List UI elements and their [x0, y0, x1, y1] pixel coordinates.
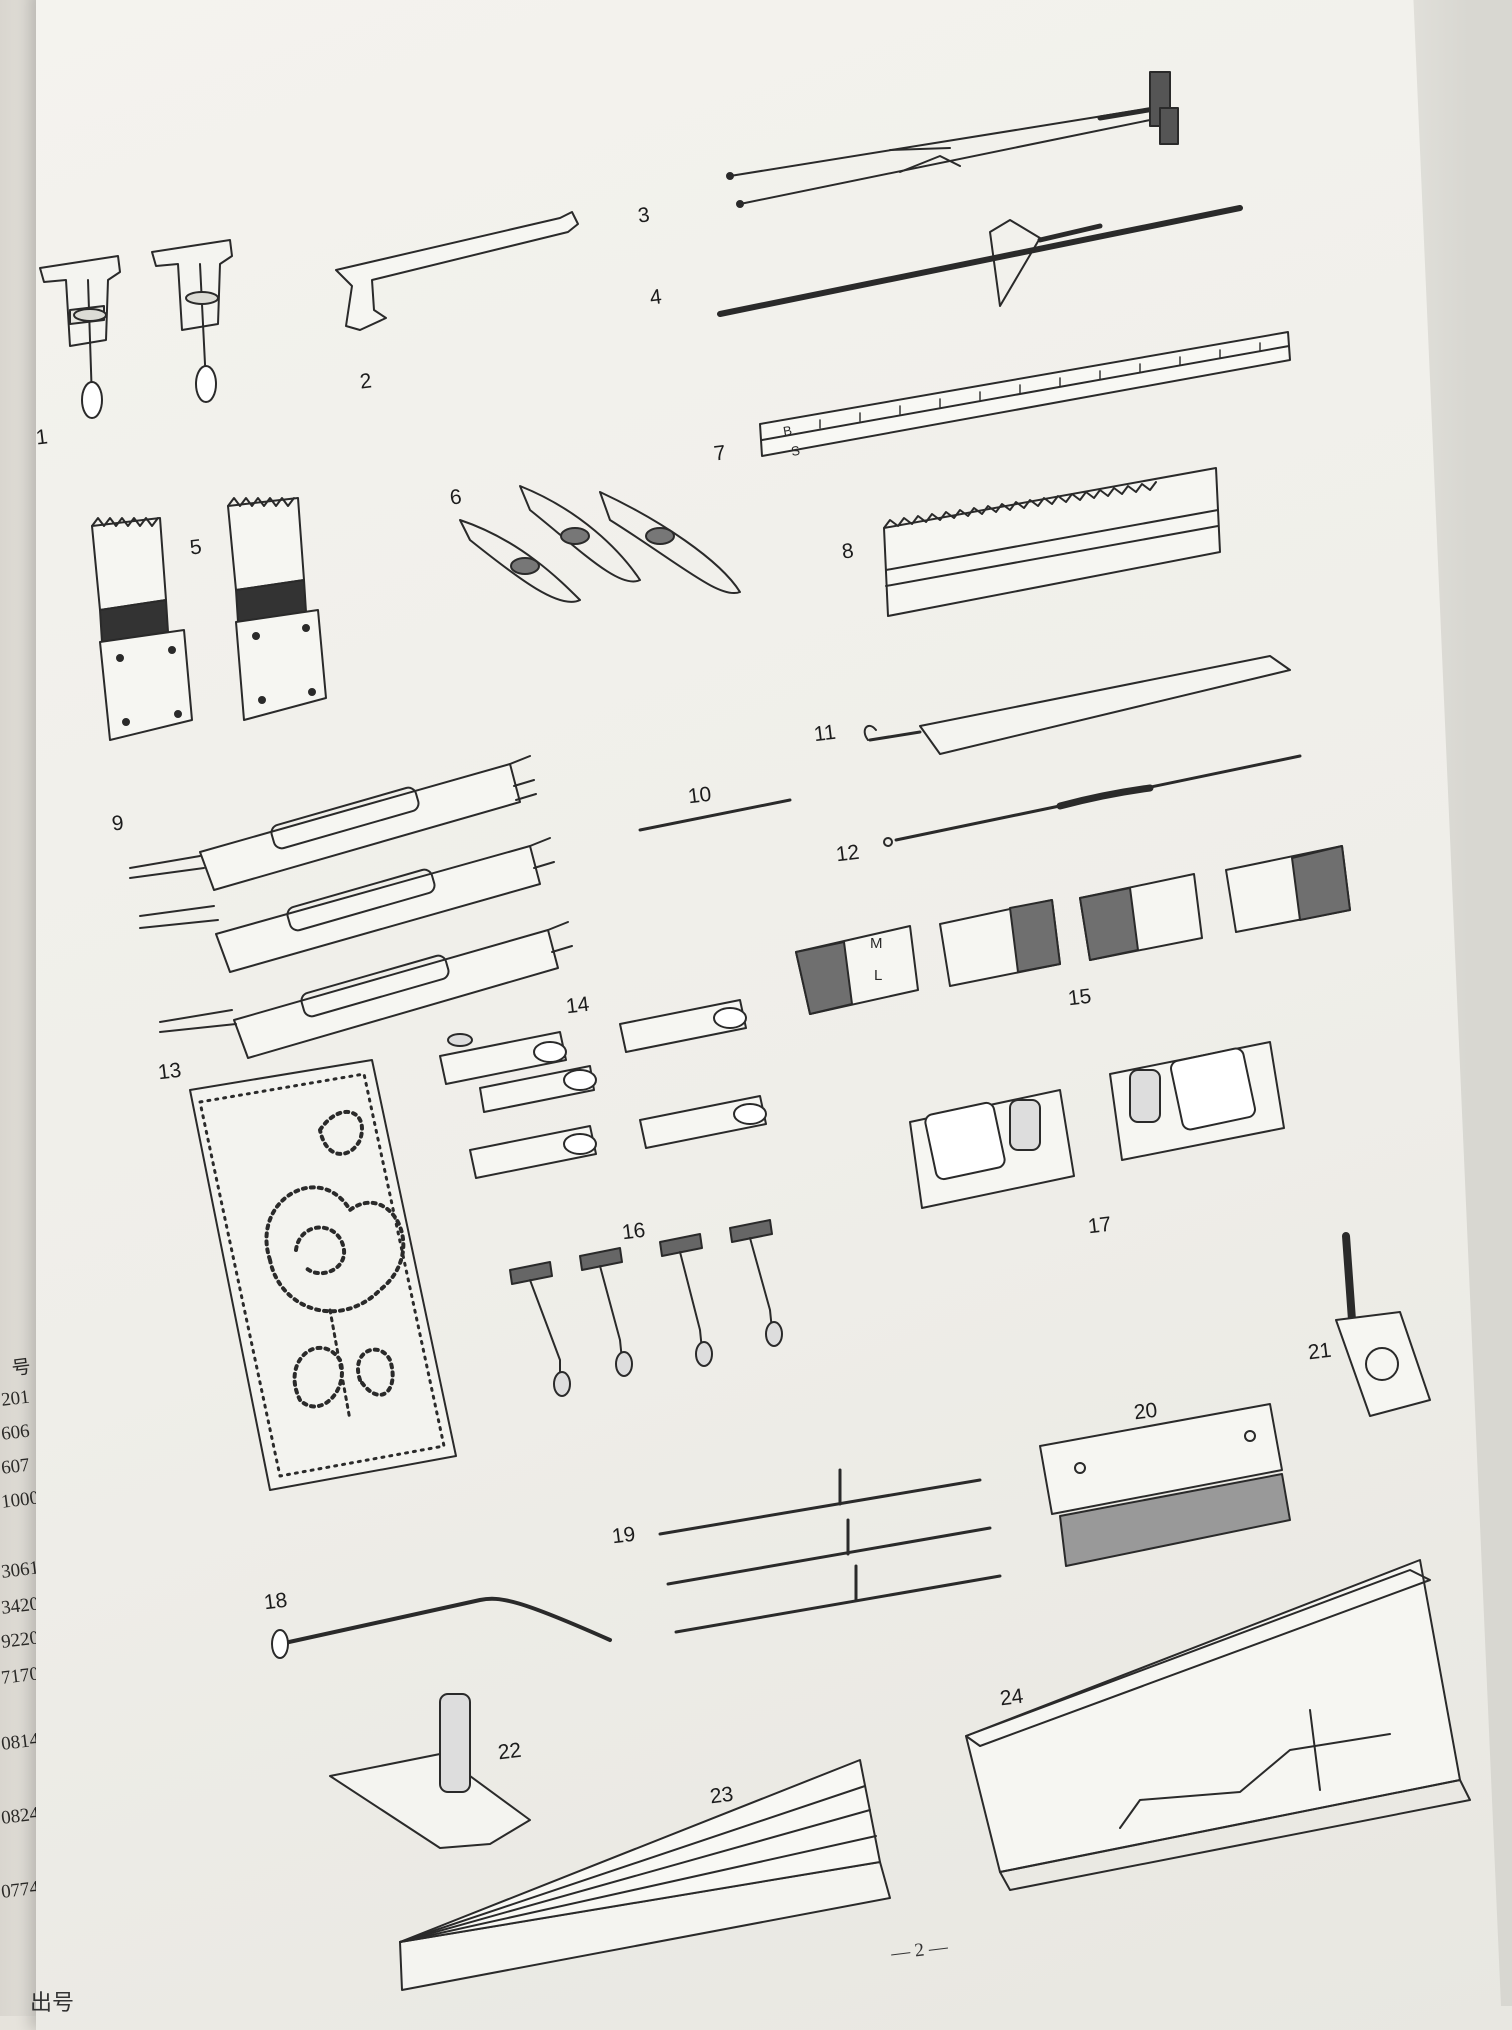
part-number-20: 20: [1132, 1398, 1159, 1425]
part-number-13: 13: [156, 1058, 183, 1085]
ruler-mark-s: S: [790, 443, 801, 459]
crochet-hook-illustration: [883, 754, 1302, 847]
transfer-tool-illustration: [129, 755, 573, 1059]
part-number-16: 16: [620, 1218, 647, 1245]
latch-tool-illustration: [863, 655, 1291, 755]
part-number-4: 4: [648, 285, 663, 310]
cam-mark-m: M: [870, 935, 883, 952]
wire-tool-illustration: [658, 1468, 1002, 1634]
needle-pusher-illustration: [883, 467, 1221, 617]
yarn-guide-illustration: [909, 1041, 1285, 1209]
claw-weight-illustration: [91, 497, 327, 741]
margin-code: 201: [0, 1386, 31, 1411]
margin-code: 号: [10, 1356, 33, 1380]
part-number-17: 17: [1086, 1212, 1113, 1239]
ruler-illustration: [759, 331, 1291, 457]
part-number-19: 19: [610, 1522, 637, 1549]
eyelet-tool-illustration: [509, 1219, 783, 1397]
cam-plate-illustration: [795, 845, 1351, 1015]
tension-rod-illustration: [717, 205, 1243, 317]
table-clamp-illustration: [39, 239, 233, 419]
part-number-14: 14: [564, 992, 591, 1019]
facing-page-fragment: 出号: [30, 1990, 75, 2015]
manual-page: B S M L 1 2 3 4 5 6 7 8 9 10 11 12 13 14…: [35, 0, 1512, 2030]
part-number-23: 23: [708, 1782, 735, 1809]
rubber-band-illustration: [459, 485, 741, 603]
margin-code: 1000: [0, 1487, 41, 1513]
pattern-sheet-illustration: [965, 1559, 1471, 1891]
ruler-mark-b: B: [782, 423, 793, 439]
gauge-scale-illustration: [399, 1759, 891, 1991]
accessories-illustration: B S M L: [39, 71, 1471, 1991]
yarn-rod-illustration: [726, 71, 1179, 208]
bobbin-clip-illustration: [439, 999, 767, 1179]
part-number-21: 21: [1306, 1338, 1333, 1365]
bobbin-holder-illustration: [329, 1693, 531, 1849]
punch-card-illustration: [189, 1059, 457, 1491]
brush-illustration: [1039, 1403, 1291, 1567]
part-number-22: 22: [496, 1738, 523, 1765]
margin-code: 606: [0, 1420, 31, 1445]
sewing-needle-illustration: [638, 798, 792, 832]
cam-mark-l: L: [874, 967, 882, 984]
part-number-10: 10: [686, 782, 713, 809]
bent-needle-illustration: [271, 1596, 612, 1659]
part-number-15: 15: [1066, 984, 1093, 1011]
margin-code: 607: [0, 1454, 31, 1479]
part-number-24: 24: [998, 1684, 1025, 1711]
oil-bottle-illustration: [1335, 1232, 1431, 1417]
part-number-12: 12: [834, 840, 861, 867]
part-number-11: 11: [812, 720, 838, 747]
bracket-illustration: [335, 211, 579, 331]
part-number-18: 18: [262, 1588, 289, 1615]
